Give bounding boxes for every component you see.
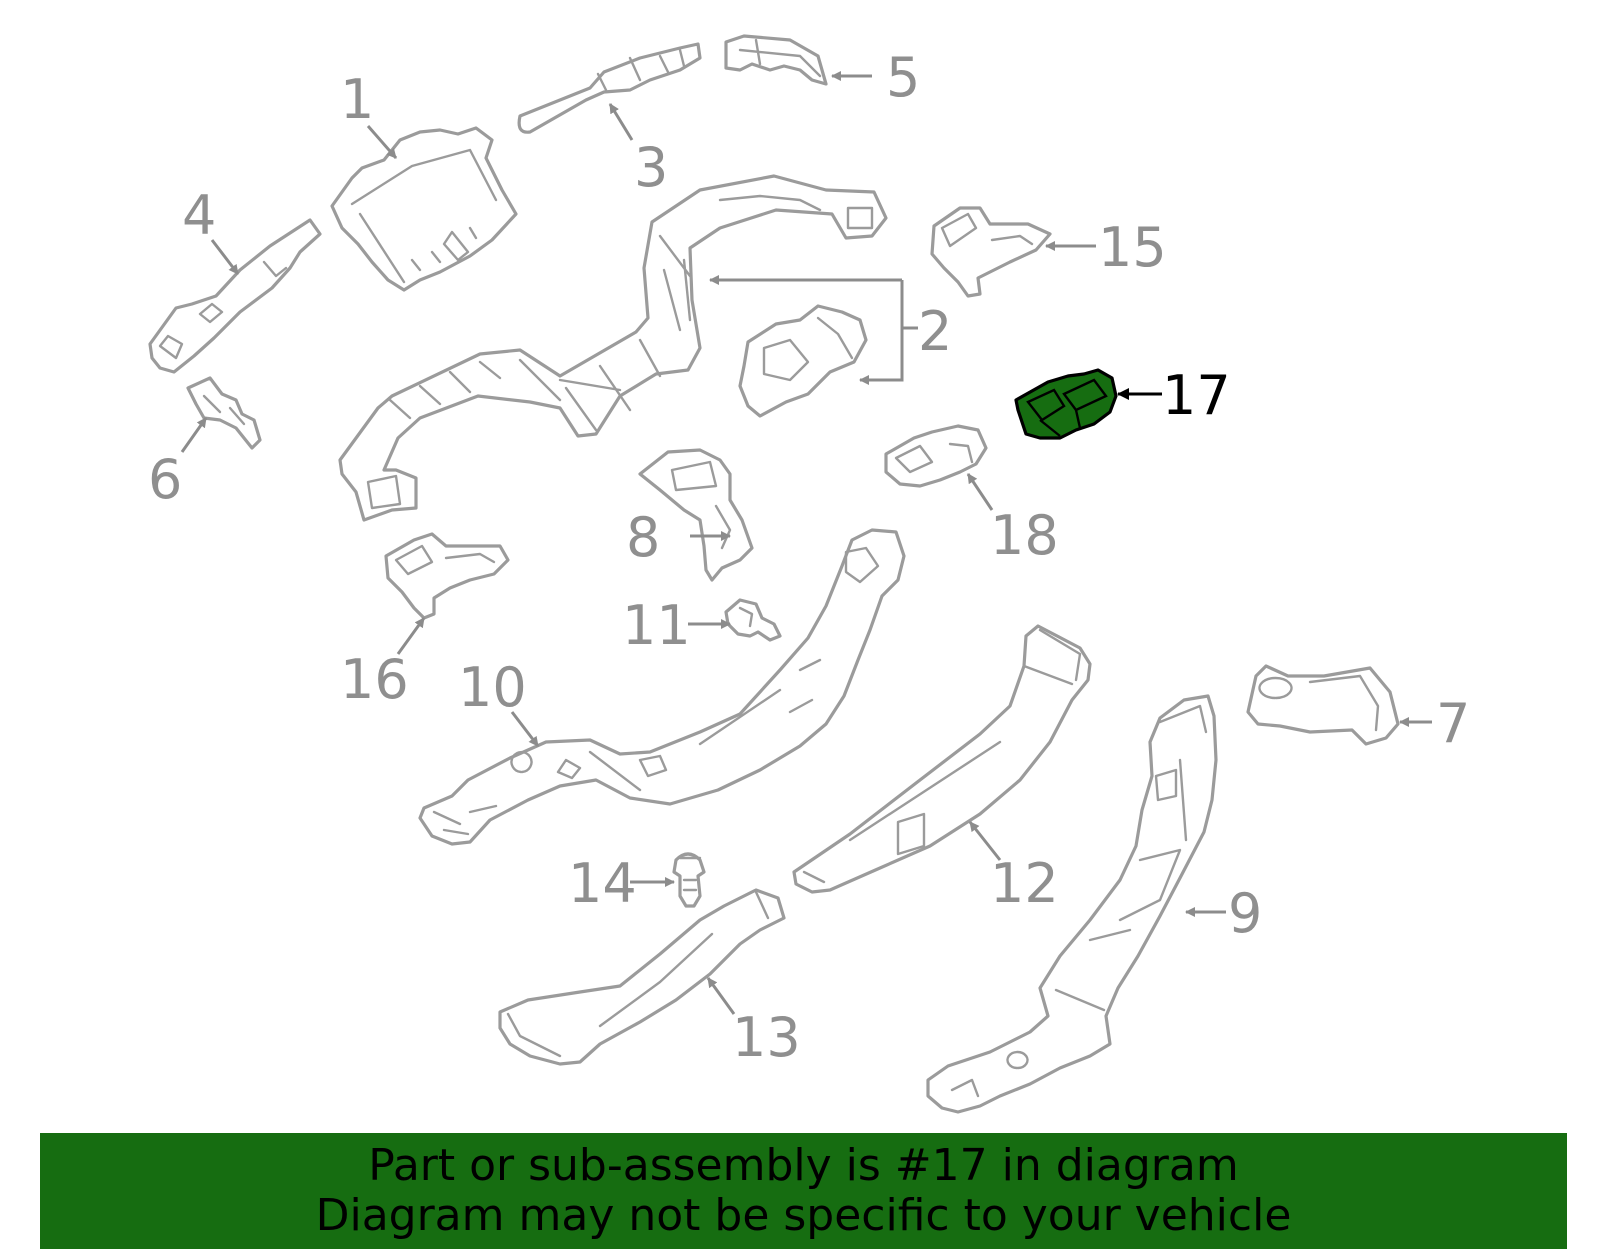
banner-line-disclaimer: Diagram may not be specific to your vehi… (315, 1190, 1292, 1241)
callout-1: 1 (340, 68, 374, 131)
callout-13: 13 (732, 1006, 801, 1069)
info-banner: Part or sub-assembly is #17 in diagram D… (40, 1133, 1567, 1249)
leader-1 (366, 125, 398, 159)
part-9-rear-duct (926, 694, 1218, 1114)
callout-15: 15 (1098, 216, 1167, 279)
part-14-push-pin (672, 852, 706, 908)
part-12-floor-duct (792, 624, 1092, 894)
leader-lines (180, 71, 1432, 1015)
leader-16 (396, 617, 426, 655)
callout-9: 9 (1228, 882, 1262, 945)
part-4-duct (148, 218, 322, 374)
callout-2: 2 (918, 300, 952, 363)
part-2-main-duct (338, 174, 888, 522)
callout-8: 8 (626, 506, 660, 569)
callout-3: 3 (634, 136, 668, 199)
leader-18 (966, 473, 994, 511)
leader-6 (180, 417, 208, 453)
part-5-bracket (724, 34, 828, 86)
callout-11: 11 (622, 594, 691, 657)
banner-line-part-info: Part or sub-assembly is #17 in diagram (368, 1140, 1239, 1191)
part-16-vent-duct (384, 532, 510, 620)
leader-12 (968, 821, 1002, 861)
part-8-bracket (638, 448, 754, 582)
part-1-defroster-nozzle (330, 126, 518, 292)
callout-14: 14 (568, 852, 637, 915)
leader-13 (706, 977, 736, 1015)
callout-10: 10 (458, 656, 527, 719)
callout-16: 16 (340, 648, 409, 711)
leader-10 (510, 711, 540, 747)
part-13-floor-duct (498, 888, 786, 1066)
callout-18: 18 (990, 504, 1059, 567)
leader-3 (608, 103, 634, 141)
callout-7: 7 (1436, 692, 1470, 755)
part-6-clip (186, 376, 262, 450)
callout-17: 17 (1162, 364, 1231, 427)
part-10-floor-duct (418, 528, 906, 846)
part-7-vent-duct (1246, 664, 1400, 746)
part-3-tube (517, 42, 702, 134)
part-15-vent-duct (930, 206, 1052, 298)
callout-labels: 1 3 5 4 6 2 15 17 18 16 8 11 10 12 14 7 … (148, 46, 1470, 1069)
callout-12: 12 (990, 852, 1059, 915)
callout-4: 4 (182, 184, 216, 247)
part-17-highlighted-duct (1014, 368, 1118, 440)
part-11-fastener (724, 598, 782, 642)
callout-6: 6 (148, 448, 182, 511)
part-2-secondary-duct (738, 304, 868, 418)
leader-2-lower (859, 280, 904, 385)
callout-5: 5 (886, 46, 920, 109)
leader-4 (210, 239, 240, 275)
part-18-vent-duct (884, 424, 988, 488)
